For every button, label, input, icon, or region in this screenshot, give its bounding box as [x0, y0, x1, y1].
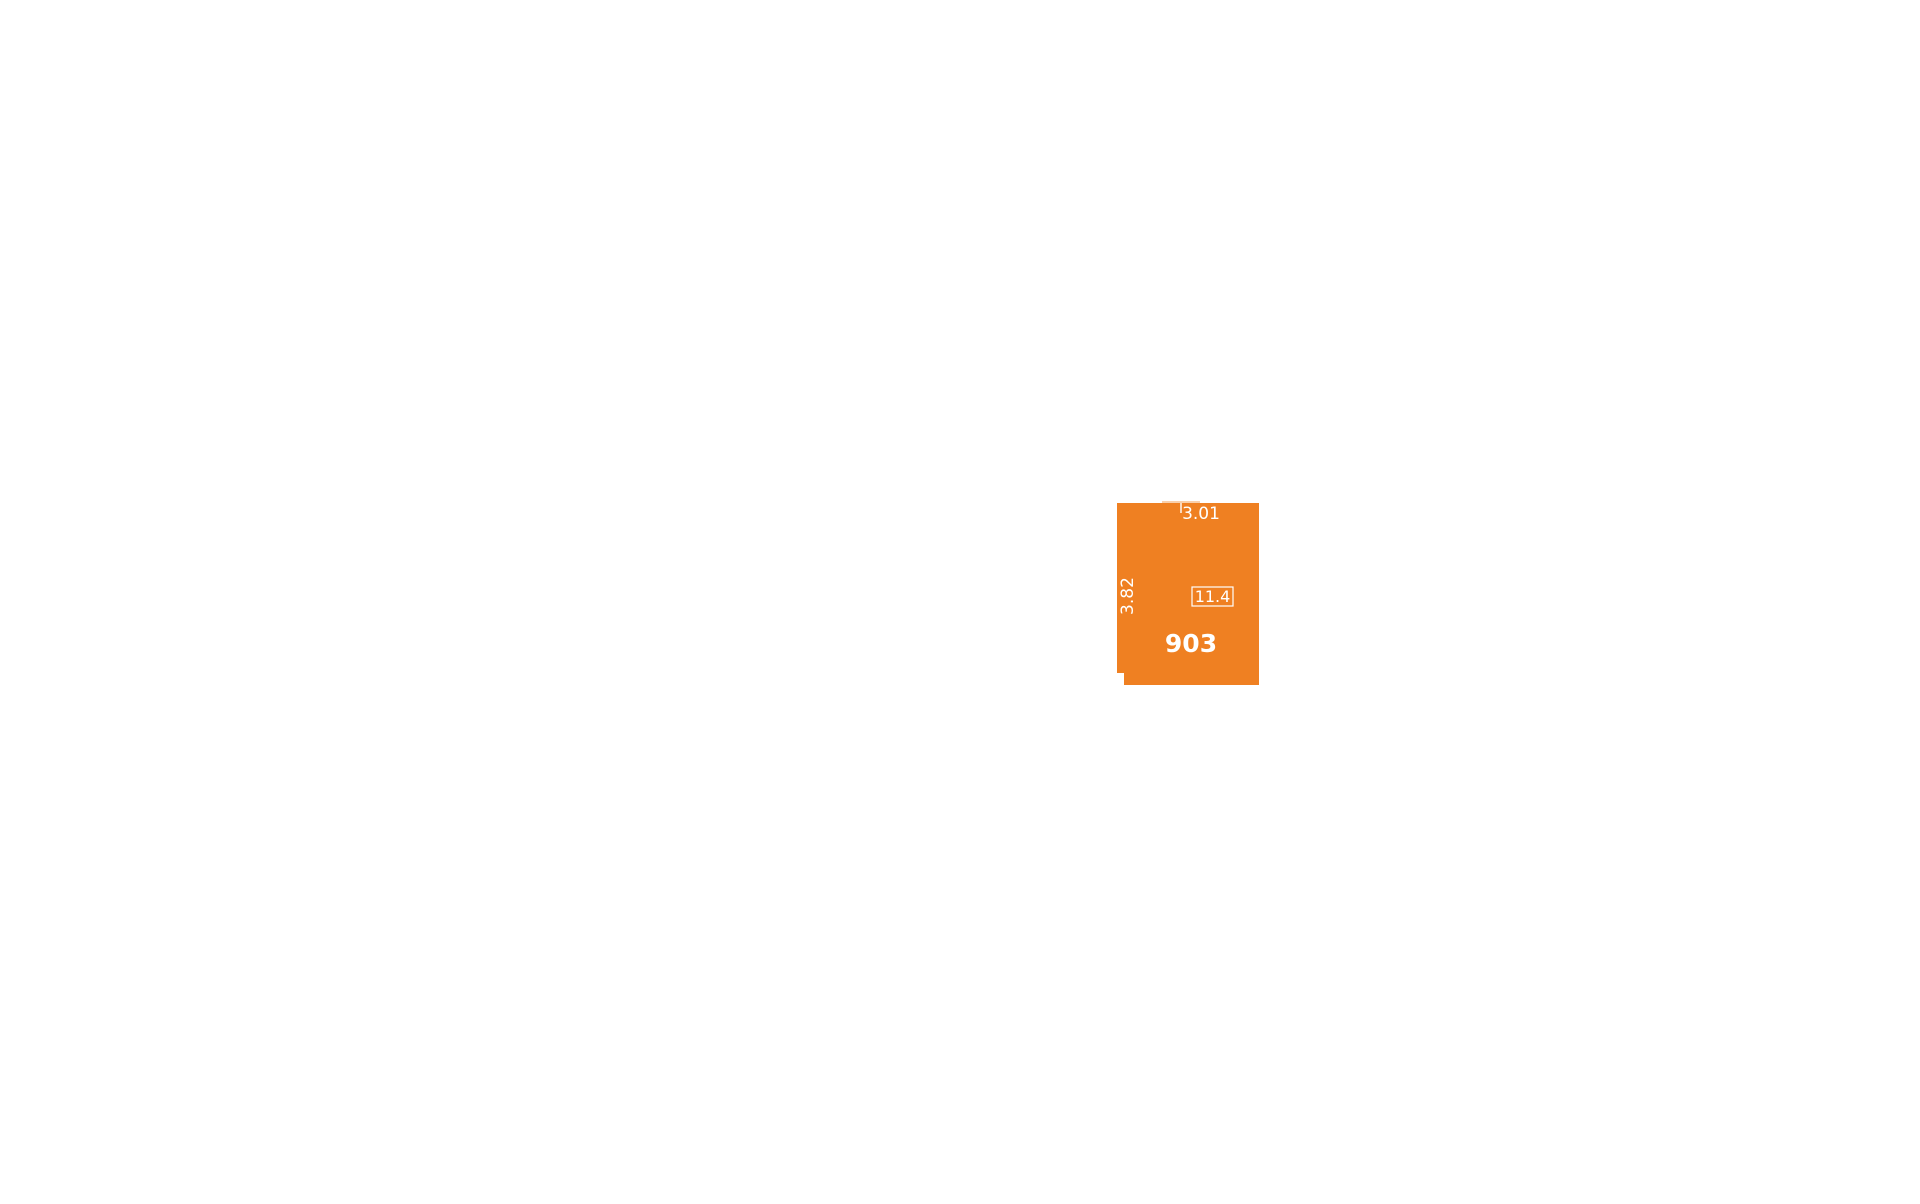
depth-dimension-label: 3.82 — [1118, 577, 1138, 615]
width-dimension-label: 3.01 — [1182, 504, 1220, 524]
area-label: 11.4 — [1195, 587, 1231, 606]
area-label-box — [1191, 586, 1234, 607]
room-number: 903 — [1165, 629, 1217, 658]
room-903-shape[interactable] — [1117, 501, 1259, 685]
